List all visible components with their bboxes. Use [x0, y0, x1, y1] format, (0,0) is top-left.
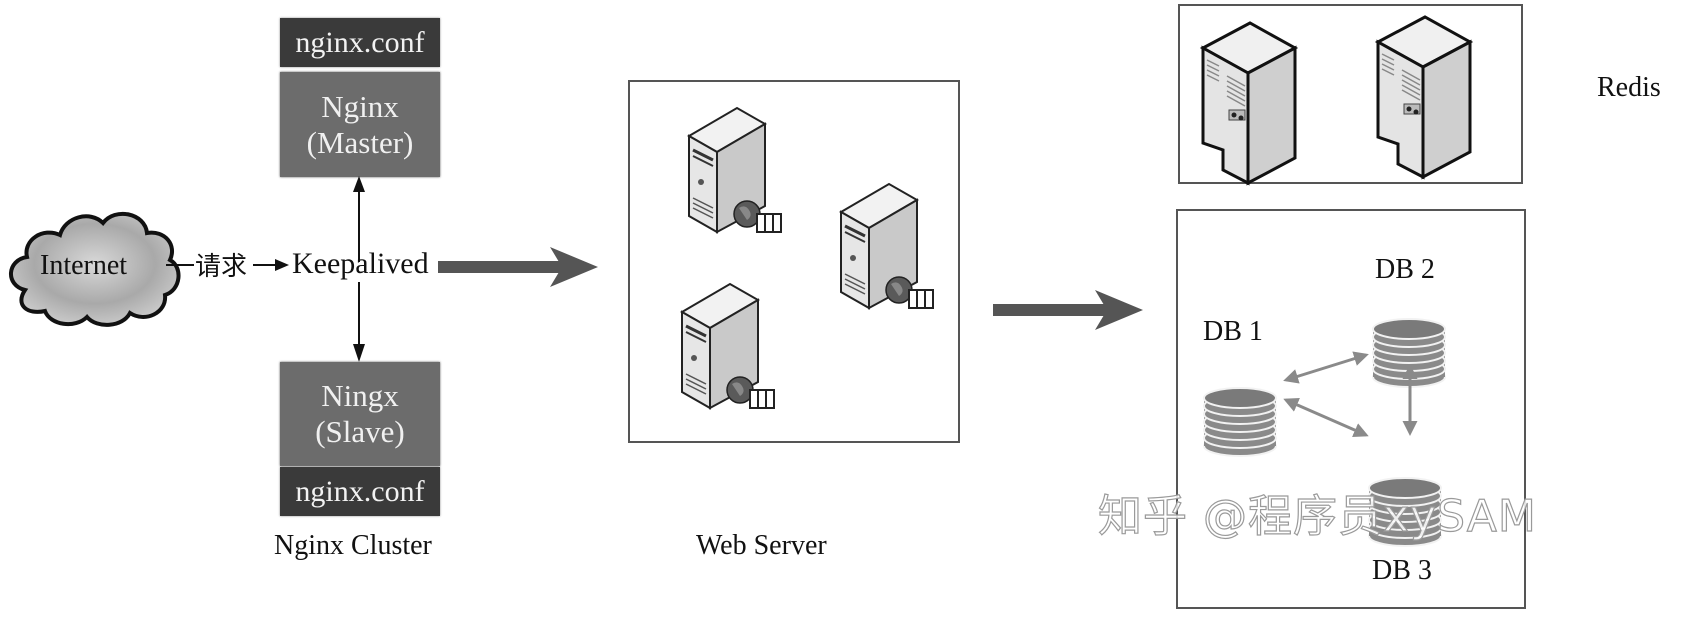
- nginx-slave-title: Ningx: [321, 378, 399, 413]
- web-server-icon: [680, 282, 776, 410]
- server-tower-icon: [1199, 21, 1299, 186]
- db-replication-arrows: [1283, 351, 1418, 438]
- keepalived-to-slave-arrow: [353, 282, 365, 362]
- nginx-master-node: Nginx (Master): [280, 72, 440, 177]
- nginx-slave-node: Ningx (Slave): [280, 362, 440, 466]
- nginx-master-title: Nginx: [321, 88, 399, 124]
- web-server-icon: [687, 106, 782, 234]
- database-label: DB 2: [1375, 254, 1435, 285]
- internet-connector-line: [166, 264, 194, 266]
- nginx-cluster-title: Nginx Cluster: [274, 530, 432, 561]
- database-label: DB 3: [1372, 555, 1432, 586]
- database-label: DB 1: [1203, 316, 1263, 347]
- db1-db2-arrow: [1283, 351, 1369, 384]
- nginx-master-role: (Master): [306, 124, 414, 160]
- slave-nginx-conf: nginx.conf: [280, 467, 440, 516]
- internet-cloud-icon: [9, 212, 181, 327]
- keepalived-label: Keepalived: [292, 247, 429, 280]
- web-server-icon: [839, 182, 935, 310]
- server-tower-icon: [1376, 15, 1472, 179]
- web-server-title: Web Server: [696, 530, 827, 561]
- webserver-to-database-arrow: [993, 290, 1143, 330]
- master-nginx-conf: nginx.conf: [280, 18, 440, 67]
- keepalived-to-master-arrow: [353, 176, 365, 262]
- database-icon: [1203, 387, 1277, 457]
- keepalived-to-webserver-arrow: [438, 247, 598, 287]
- watermark-text: 知乎 @程序员xySAM: [1097, 490, 1537, 542]
- nginx-slave-role: (Slave): [315, 414, 405, 449]
- redis-label: Redis: [1597, 72, 1661, 103]
- request-arrow: [253, 259, 289, 271]
- internet-label: Internet: [40, 250, 128, 281]
- request-label: 请求: [195, 252, 248, 282]
- db1-db3-arrow: [1283, 397, 1369, 438]
